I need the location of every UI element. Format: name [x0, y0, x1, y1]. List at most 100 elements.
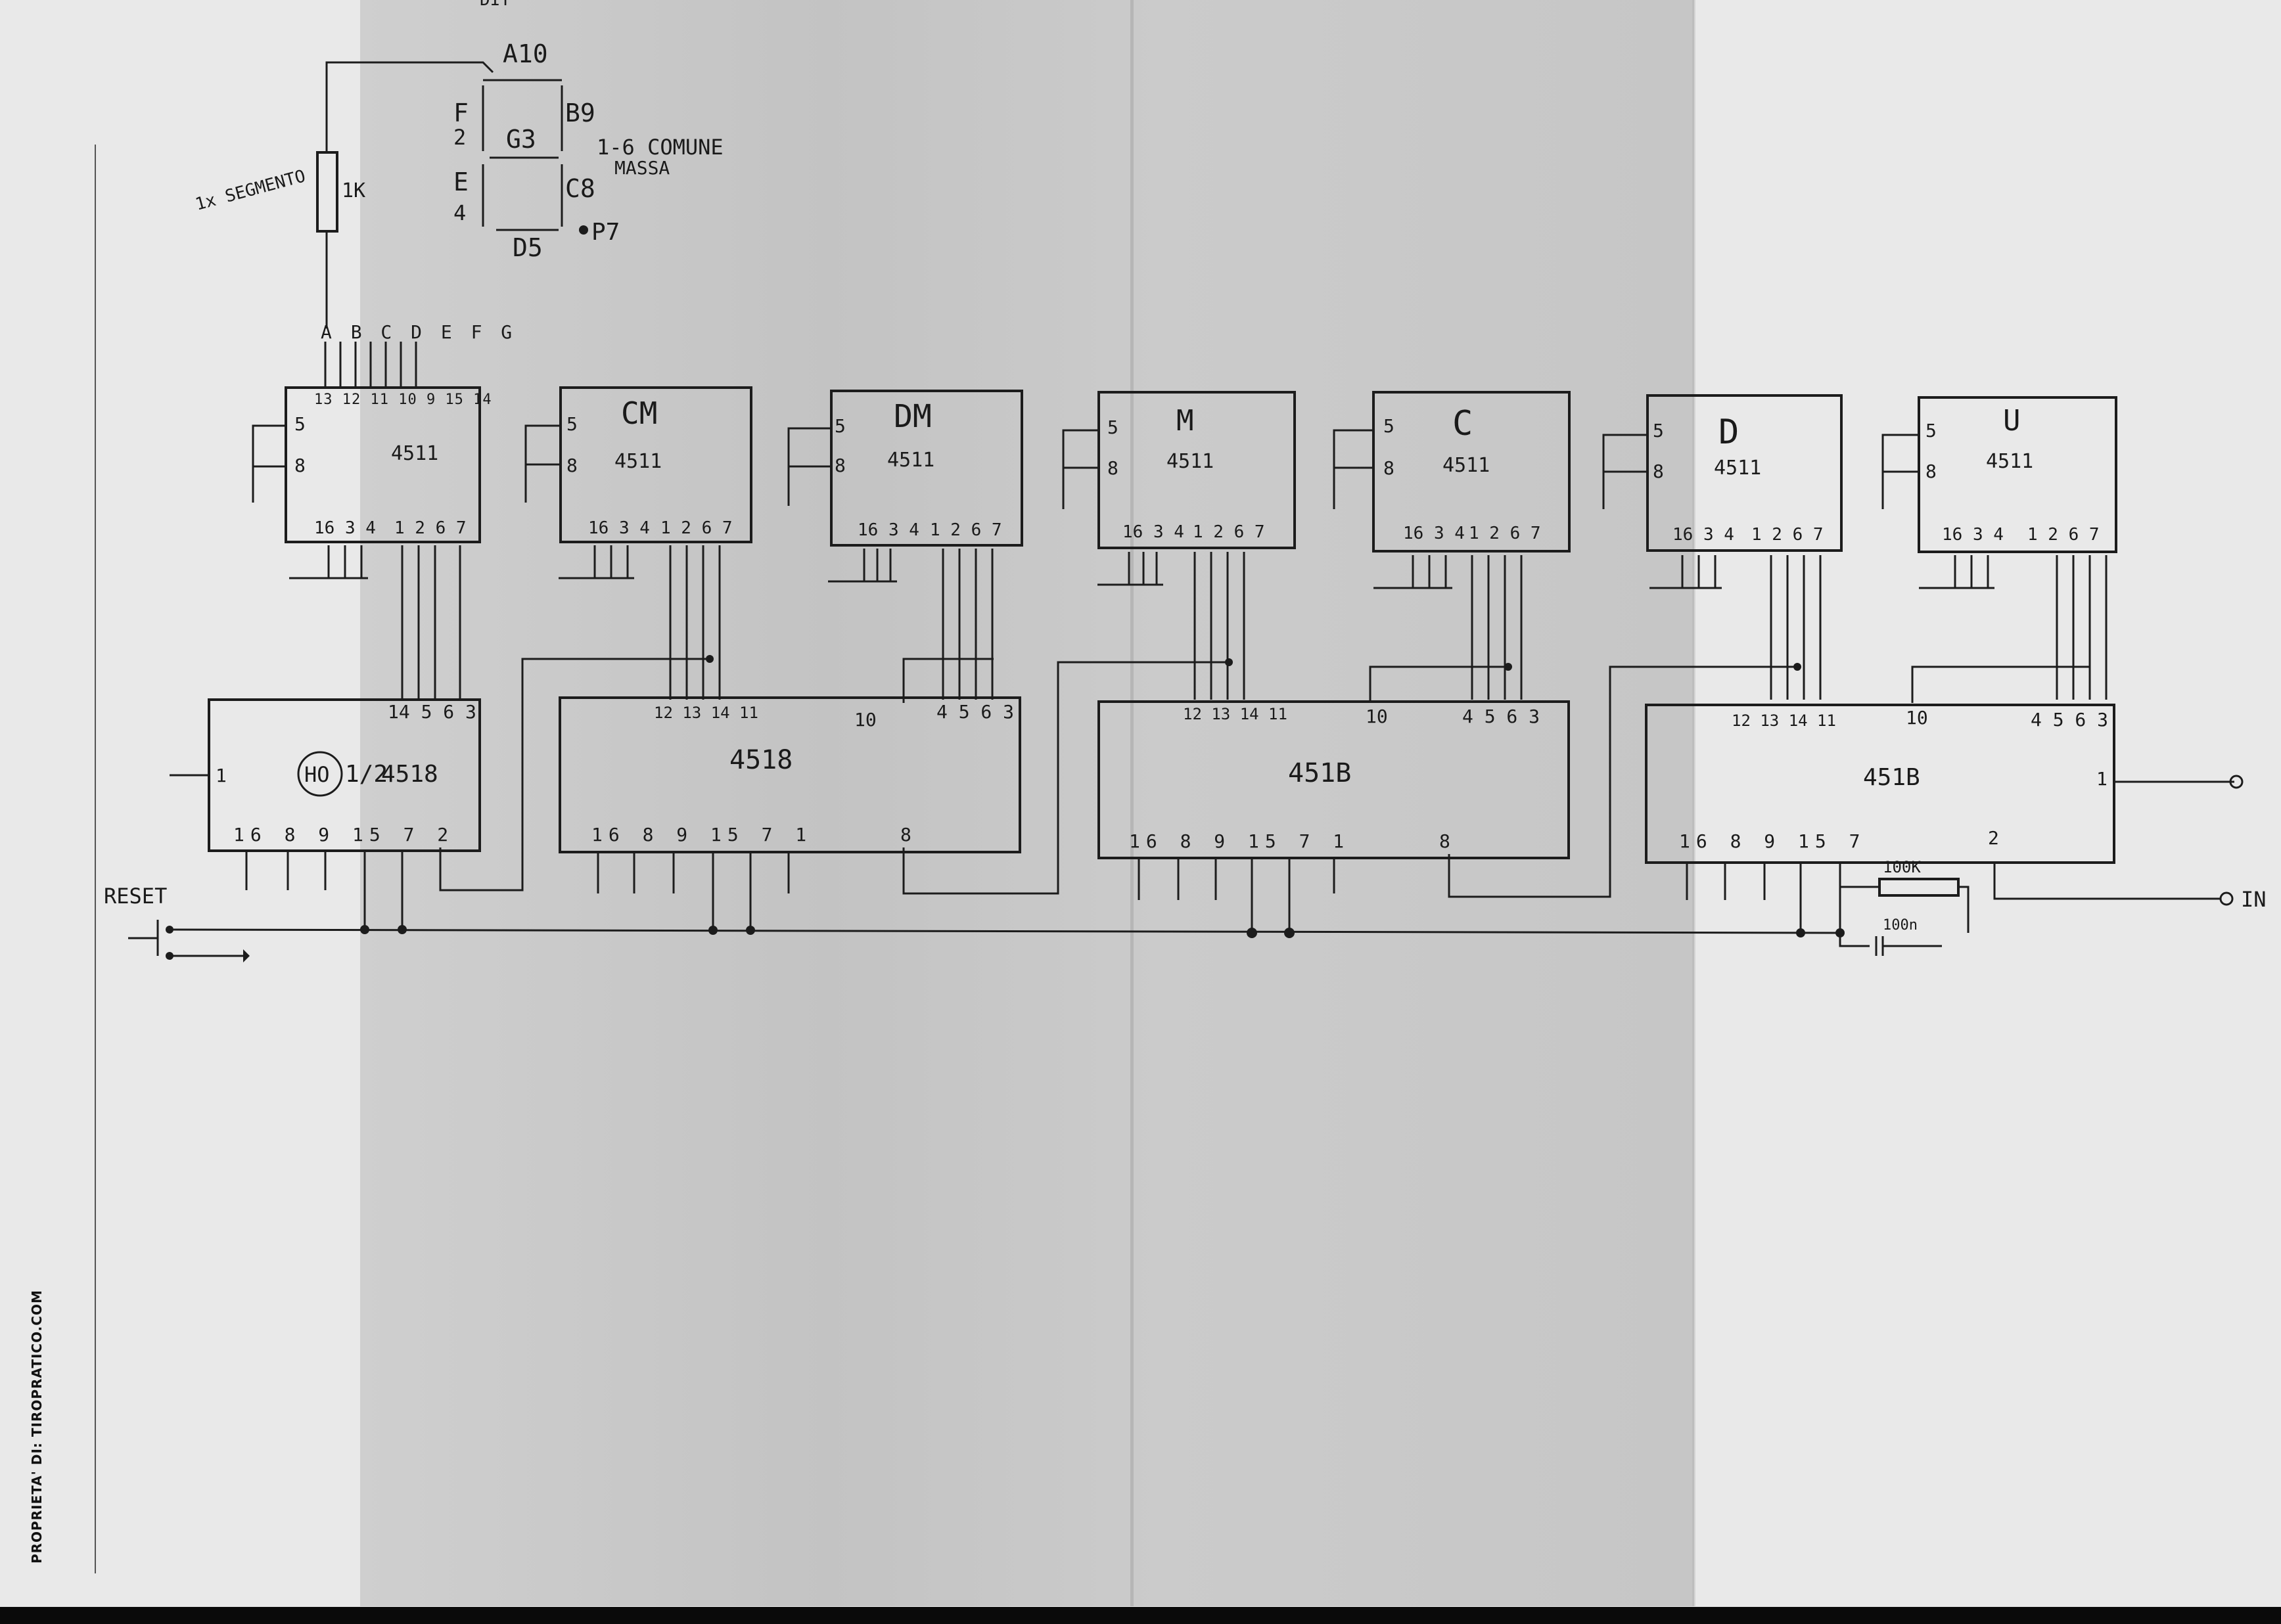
reset-label: RESET: [104, 884, 167, 909]
digit-label: C: [1452, 404, 1473, 443]
common-note: 1-6 COMUNE: [597, 135, 724, 160]
output-terminal: [2229, 775, 2244, 789]
counter-out-pin: 8: [900, 824, 911, 846]
pin-5: 5: [835, 415, 846, 437]
segment-resistor: [316, 151, 338, 233]
ground-bracket: [524, 424, 561, 503]
counter-box: [559, 696, 1021, 853]
counter-top-left-pins: 12 13 14 11: [654, 704, 758, 722]
supply-wires: [828, 549, 897, 583]
input-terminal: [2219, 891, 2234, 906]
digit-label: DM: [894, 398, 932, 435]
top-cut-text: DIY: [480, 0, 511, 10]
pin-5: 5: [1925, 420, 1937, 441]
decoder-bottom-left-pins: 16 3 4: [588, 518, 650, 538]
decoder-box: [1646, 394, 1843, 552]
decoder-bottom-left-pins: 16 3 4: [1672, 525, 1734, 545]
bcd-bus: [942, 549, 994, 700]
decoder-bottom-right-pins: 1 2 6 7: [1751, 525, 1824, 545]
cascade-wire: [1369, 665, 1508, 703]
counter-out-pin: 8: [1439, 830, 1450, 852]
junction: [706, 655, 714, 663]
counter-top-mid-pin: 10: [1366, 706, 1388, 727]
decoder-bottom-left-pins: 16 3 4: [1403, 524, 1465, 543]
junction: [1225, 658, 1233, 666]
pin-8: 8: [835, 455, 846, 476]
counter-top-pins: 14 5 6 3: [388, 701, 476, 723]
junction: [1796, 928, 1805, 937]
counter-top-mid-pin: 10: [1906, 707, 1928, 729]
decoder-chip: 4511: [887, 449, 934, 472]
decoder-ic-cm: CM 4511 5 8 16 3 4 1 2 6 7: [559, 386, 752, 543]
counter-top-mid-pin: 10: [854, 709, 877, 731]
reset-bus: [169, 928, 1841, 934]
junction: [398, 925, 407, 934]
label-b: B9: [565, 99, 595, 127]
counter-ic-4: 12 13 14 11 10 4 5 6 3 451B 16 8 9 15 7 …: [1645, 704, 2115, 864]
decoder-bottom-right-pins: 1 2 6 7: [1193, 522, 1265, 542]
decoder-ic-m: M 4511 5 8 16 3 4 1 2 6 7: [1097, 391, 1296, 549]
decimal-point: [579, 225, 588, 235]
bcd-bus: [1770, 555, 1822, 700]
cascade-wire: [902, 661, 1229, 895]
junction: [360, 925, 369, 934]
counter-pin-stubs: [245, 851, 403, 930]
digit-label: D: [1718, 413, 1739, 452]
pin-8: 8: [1653, 461, 1664, 482]
counter-bottom-pins: 16 8 9 15 7: [1679, 830, 1866, 852]
counter-top-right-pins: 4 5 6 3: [2031, 709, 2108, 731]
pin-8: 8: [1383, 457, 1394, 479]
rc-wires: [1839, 886, 1970, 933]
label-e: E: [453, 168, 469, 196]
counter-ic-3: 12 13 14 11 10 4 5 6 3 451B 16 8 9 15 7 …: [1097, 700, 1570, 859]
counter-bottom-pins: 16 8 9 15 7 1: [591, 824, 812, 846]
counter-chip: 451B: [1288, 758, 1351, 788]
decoder-bottom-right-pins: 1 2 6 7: [394, 518, 467, 538]
bcd-bus: [1471, 555, 1523, 700]
bcd-bus: [1193, 552, 1245, 700]
ground-bracket: [252, 424, 286, 503]
pin-8: 8: [294, 455, 306, 476]
supply-wires: [289, 545, 368, 579]
decoder-ic-c: C 4511 5 8 16 3 4 1 2 6 7: [1372, 391, 1571, 553]
pin-8: 8: [1925, 461, 1937, 482]
label-g: G3: [506, 125, 536, 154]
counter-chip: 4518: [729, 745, 793, 775]
decoder-box: [285, 386, 481, 543]
bcd-bus: [401, 545, 461, 700]
input-wire: [1993, 863, 2221, 900]
label-f: F: [453, 99, 469, 127]
counter-bottom-pins: 16 8 9 15 7 1: [1129, 830, 1350, 852]
junction: [1247, 928, 1257, 938]
counter-ic-1: 14 5 6 3 HO 1/2 4518 1 16 8 9 15 7 2: [208, 698, 481, 852]
counter-prefix: 1/2: [345, 761, 388, 788]
decoder-bottom-left-pins: 16 3 4: [1122, 522, 1184, 542]
ground-bracket: [787, 427, 831, 506]
paper-fold: [1692, 0, 1695, 1606]
scan-bottom-edge: [0, 1607, 2281, 1624]
reset-button[interactable]: [128, 920, 159, 956]
digit-label: CM: [621, 395, 657, 431]
rc-resistor: [1878, 878, 1960, 897]
ground-bracket: [1333, 429, 1373, 509]
counter-pin-stubs: [1686, 863, 1841, 933]
pin-8: 8: [1107, 457, 1118, 479]
decoder-chip: 4511: [614, 450, 662, 473]
decoder-ic-dm: DM 4511 5 8 16 3 4 1 2 6 7: [830, 390, 1023, 547]
decoder-bottom-left-pins: 16 3 4: [314, 518, 376, 538]
pin-5: 5: [566, 413, 578, 435]
pin-8: 8: [566, 455, 578, 476]
counter-pin-2: 2: [1988, 827, 1999, 849]
decoder-box: [830, 390, 1023, 547]
decoder-bottom-right-pins: 1 2 6 7: [1469, 524, 1541, 543]
ground-bracket: [1062, 429, 1099, 509]
decoder-bottom-right-pins: 1 2 6 7: [2027, 525, 2100, 545]
decoder-box: [1372, 391, 1571, 553]
decoder-bottom-left-pins: 16 3 4: [1942, 525, 2004, 545]
label-f-pin: 2: [453, 125, 466, 150]
junction: [746, 926, 755, 935]
seven-segment-display: [482, 79, 588, 235]
digit-label: U: [2003, 404, 2021, 438]
